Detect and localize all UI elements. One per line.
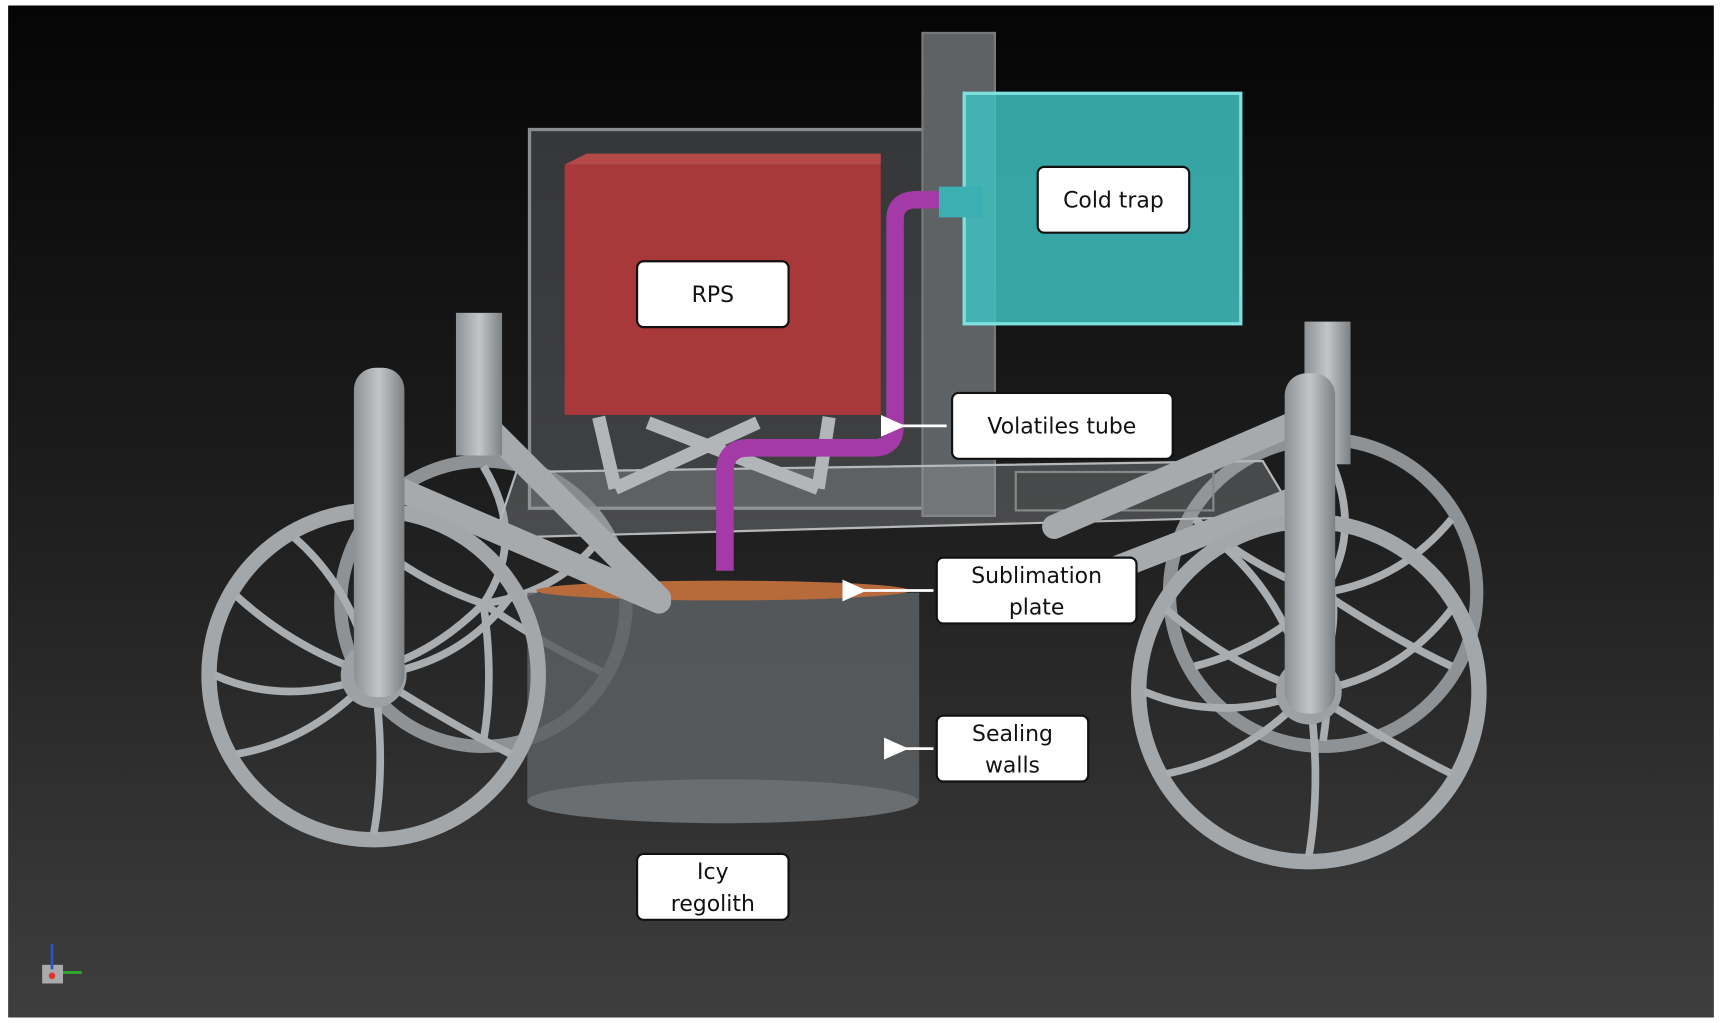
label-rps: RPS [635, 260, 790, 329]
front-posts [353, 367, 1336, 714]
sealing-walls [527, 592, 920, 802]
volatiles-tube [716, 190, 945, 571]
label-line: Icy [697, 860, 729, 885]
label-line: walls [985, 754, 1040, 779]
label-cold-trap: Cold trap [1036, 165, 1191, 234]
label-line: Sealing [972, 722, 1053, 747]
label-icy-regolith: Icy regolith [635, 852, 790, 921]
sealing-walls-bottom [527, 779, 919, 824]
axis-triad-icon [42, 943, 82, 984]
label-volatiles-tube: Volatiles tube [880, 391, 1174, 460]
label-volatiles-tube-text: Volatiles tube [987, 415, 1136, 440]
label-line: Sublimation [971, 564, 1102, 589]
label-rps-text: RPS [692, 283, 734, 308]
label-line: plate [1009, 596, 1065, 621]
rover-legs [372, 312, 1351, 614]
label-sublimation-plate: Sublimation plate [842, 556, 1138, 625]
rps-block-top [564, 153, 881, 165]
label-sealing-walls: Sealing walls [884, 714, 1090, 783]
cold-trap-connector [938, 186, 983, 218]
label-line: regolith [671, 892, 755, 917]
label-cold-trap-text: Cold trap [1063, 188, 1164, 213]
